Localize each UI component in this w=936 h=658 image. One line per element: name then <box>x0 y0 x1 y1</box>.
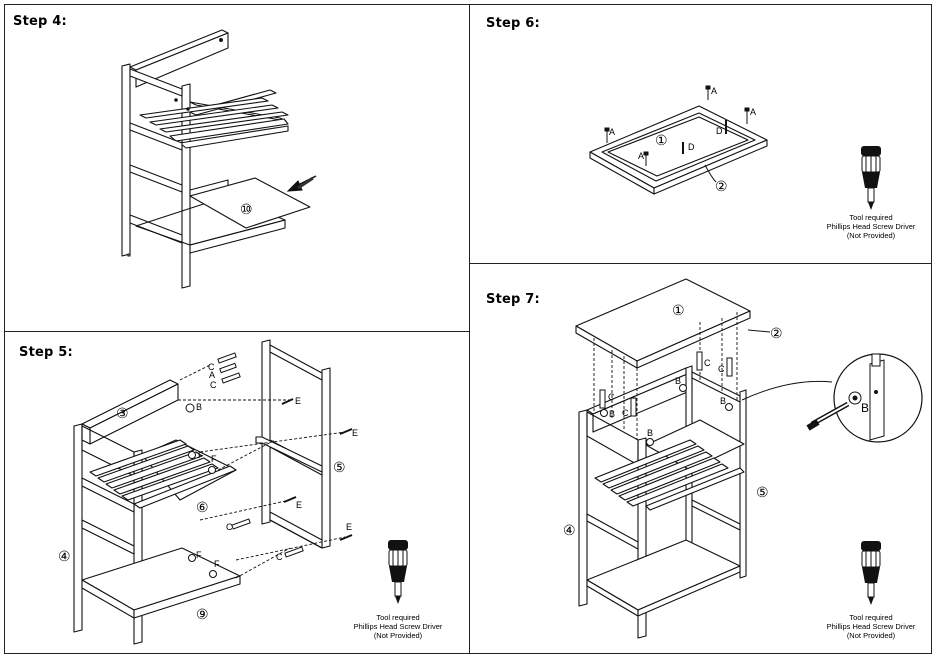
tool-required-text: Tool required <box>376 613 420 622</box>
hw-label-C7: C <box>704 358 711 368</box>
hw-label-B3: B <box>647 428 653 438</box>
tool-required-text: Tool required <box>849 613 893 622</box>
step7-panel <box>469 263 932 654</box>
part-label-9: ⑨ <box>196 606 209 622</box>
step5-title: Step 5: <box>19 345 73 360</box>
step5-tool-note: Tool required Phillips Head Screw Driver… <box>343 613 453 640</box>
hw-label-C1: C <box>208 362 215 372</box>
step6-tool-note: Tool required Phillips Head Screw Driver… <box>816 213 926 240</box>
step7-tool-note: Tool required Phillips Head Screw Driver… <box>816 613 926 640</box>
hw-label-A5: A <box>209 370 215 380</box>
part-label-4-step5: ④ <box>58 548 71 564</box>
part-label-6: ⑥ <box>196 499 209 515</box>
screwdriver-icon <box>861 146 881 210</box>
hw-label-E4: E <box>346 522 352 532</box>
part-label-2-step7: ② <box>770 325 783 341</box>
step4-title: Step 4: <box>13 14 67 29</box>
hw-label-C4: C <box>276 552 283 562</box>
hw-label-A2: A <box>638 151 644 161</box>
hw-label-F4: F <box>214 559 220 569</box>
part-label-2: ② <box>715 178 728 194</box>
hw-label-C8: C <box>718 364 725 374</box>
part-label-4-step7: ④ <box>563 522 576 538</box>
hw-label-D1: D <box>688 142 695 152</box>
hw-label-F2: F <box>211 454 217 464</box>
step7-title: Step 7: <box>486 292 540 307</box>
step6-title: Step 6: <box>486 16 540 31</box>
hw-label-C6: C <box>622 408 629 418</box>
hw-label-E1: E <box>295 396 301 406</box>
tool-name-text: Phillips Head Screw Driver <box>353 622 443 631</box>
hw-label-D2: D <box>716 126 723 136</box>
hw-label-B1: B <box>196 402 202 412</box>
hw-label-E3: E <box>296 500 302 510</box>
hw-label-E2: E <box>352 428 358 438</box>
tool-provided-text: (Not Provided) <box>846 231 896 240</box>
detail-callout <box>806 353 923 443</box>
hw-label-B2: B <box>609 409 615 419</box>
hw-label-B4: B <box>675 376 681 386</box>
tool-name-text: Phillips Head Screw Driver <box>826 222 916 231</box>
hw-label-C3: C <box>226 522 233 532</box>
hw-label-C2: C <box>210 380 217 390</box>
tool-provided-text: (Not Provided) <box>373 631 423 640</box>
hw-label-C5: C <box>608 392 615 402</box>
part-label-1: ① <box>655 132 668 148</box>
hw-label-A1: A <box>609 127 615 137</box>
hw-label-A4: A <box>750 107 756 117</box>
hw-label-A3: A <box>711 86 717 96</box>
hw-label-B5: B <box>720 396 726 406</box>
hw-label-F3: F <box>196 550 202 560</box>
tool-provided-text: (Not Provided) <box>846 631 896 640</box>
part-label-10: ⑩ <box>240 201 253 217</box>
part-label-3: ③ <box>116 405 129 421</box>
part-label-5-step7: ⑤ <box>756 484 769 500</box>
screwdriver-icon <box>861 541 881 605</box>
screwdriver-icon <box>388 540 408 604</box>
hw-label-B-detail: B <box>861 401 869 415</box>
tool-required-text: Tool required <box>849 213 893 222</box>
hw-label-F1: F <box>198 450 204 460</box>
part-label-1-step7: ① <box>672 302 685 318</box>
part-label-5-step5: ⑤ <box>333 459 346 475</box>
tool-name-text: Phillips Head Screw Driver <box>826 622 916 631</box>
